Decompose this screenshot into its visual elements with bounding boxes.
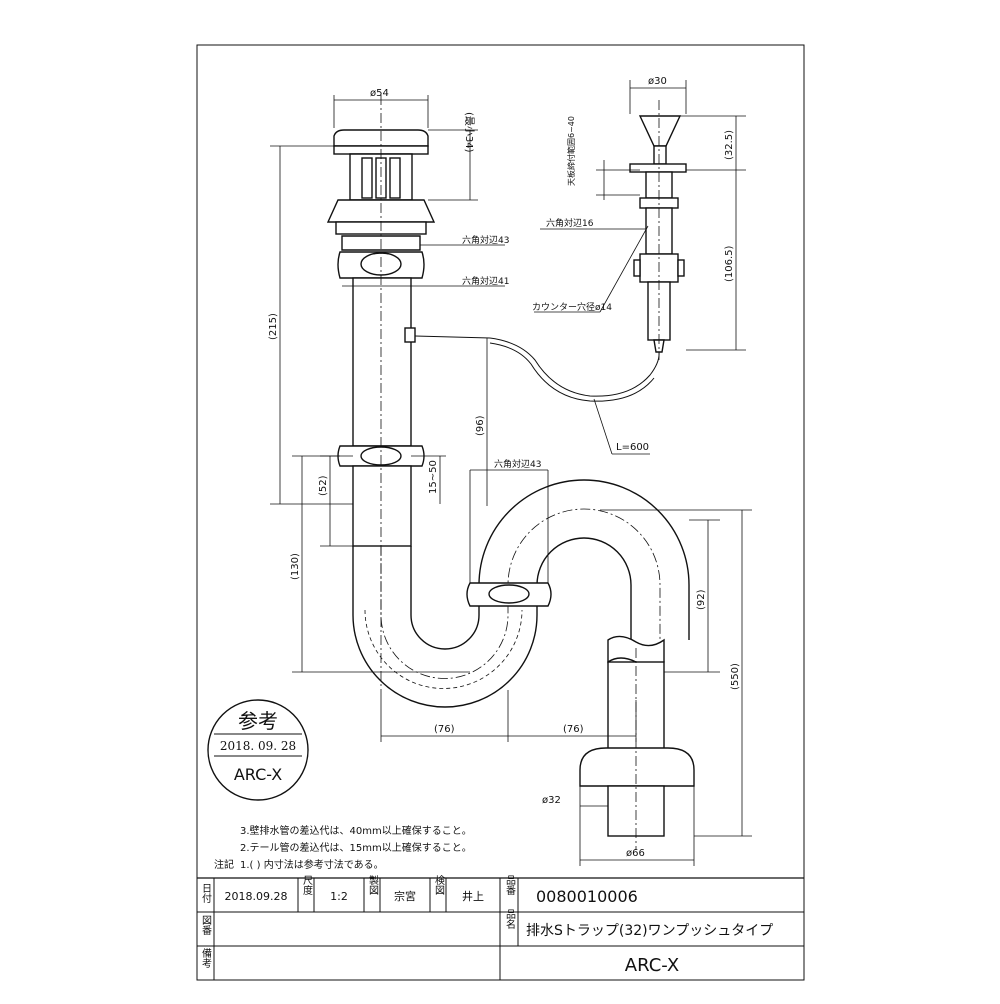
dim-hex41: 六角対辺41 — [462, 275, 509, 287]
remarks-label: 備考 — [200, 947, 212, 969]
dim-96: (96) — [475, 415, 486, 436]
notes: 3.壁排水管の差込代は、40mm以上確保すること。 2.テール管の差込代は、15… — [214, 824, 472, 871]
dim-15-50: 15~50 — [428, 460, 439, 494]
name-label: 品名 — [504, 909, 516, 930]
push-knob — [638, 115, 682, 147]
dim-hex43-trap: 六角対辺43 — [494, 458, 541, 470]
push-button-assembly — [489, 100, 687, 402]
dim-52: (52) — [318, 475, 329, 496]
dim-min34: (最小34) — [463, 112, 475, 153]
dim-hex43-top: 六角対辺43 — [462, 234, 509, 246]
dim-d54: ø54 — [370, 88, 389, 99]
tail-pipe — [352, 277, 412, 447]
button-flange — [629, 163, 687, 173]
brand-logo: ARC-X — [625, 955, 679, 976]
stamp-date: 2018. 09. 28 — [220, 739, 296, 753]
checked-label: 検図 — [433, 874, 445, 895]
title-block: 日付 図番 備考 2018.09.28 尺度 1:2 製図 宗宮 検図 井上 品… — [197, 874, 804, 980]
dim-counter-range: 天板締付範囲6~40 — [566, 116, 576, 186]
number-label: 品番 — [504, 875, 516, 896]
trap-centerline — [380, 508, 661, 679]
rod-connector — [404, 327, 416, 343]
drain-assembly — [326, 95, 491, 690]
number-value: 0080010006 — [536, 887, 638, 906]
dim-76-right: (76) — [563, 724, 584, 735]
checked-value: 井上 — [462, 889, 484, 903]
drawn-label: 製図 — [367, 874, 379, 895]
notes-label: 注記 — [214, 858, 234, 871]
note-1: 1.( ) 内寸法は参考寸法である。 — [240, 858, 384, 871]
date-label: 日付 — [200, 883, 212, 904]
scale-value: 1:2 — [330, 890, 348, 903]
stamp-title: 参考 — [238, 709, 278, 733]
dim-76-left: (76) — [434, 724, 455, 735]
stamp-brand: ARC-X — [234, 765, 282, 784]
dim-130: (130) — [290, 553, 301, 580]
name-value: 排水Sトラップ(32)ワンプッシュタイプ — [526, 923, 773, 939]
dim-cable-length: L=600 — [616, 442, 649, 453]
dim-32-5: (32.5) — [724, 130, 735, 160]
dim-d66: ø66 — [626, 848, 645, 859]
dim-d32: ø32 — [542, 795, 561, 806]
dim-215: (215) — [268, 313, 279, 340]
trap-outer-right — [410, 479, 690, 650]
dimension-lines — [270, 80, 752, 866]
note-2: 2.テール管の差込代は、15mm以上確保すること。 — [240, 841, 472, 854]
dim-92: (92) — [696, 589, 707, 610]
tail-pipe-inner — [352, 465, 412, 547]
date-value: 2018.09.28 — [225, 890, 288, 903]
reference-stamp: 参考 2018. 09. 28 ARC-X — [207, 699, 309, 801]
dimension-labels: ø54 (最小34) (215) 六角対辺43 六角対辺41 (96) (52)… — [268, 76, 741, 859]
dim-counter-hole: カウンター穴径ø14 — [532, 301, 612, 313]
note-3: 3.壁排水管の差込代は、40mm以上確保すること。 — [240, 824, 472, 837]
wall-flange — [579, 747, 695, 787]
dim-d30: ø30 — [648, 76, 667, 87]
release-cable — [489, 337, 660, 397]
dim-550: (550) — [730, 663, 741, 690]
scale-label: 尺度 — [301, 875, 313, 896]
dim-hex16: 六角対辺16 — [546, 217, 594, 229]
drawing-frame — [196, 44, 805, 981]
figure-label: 図番 — [200, 915, 212, 936]
dim-106-5: (106.5) — [724, 245, 735, 282]
trap-outer-left — [352, 537, 632, 708]
drawn-value: 宗宮 — [394, 889, 416, 903]
